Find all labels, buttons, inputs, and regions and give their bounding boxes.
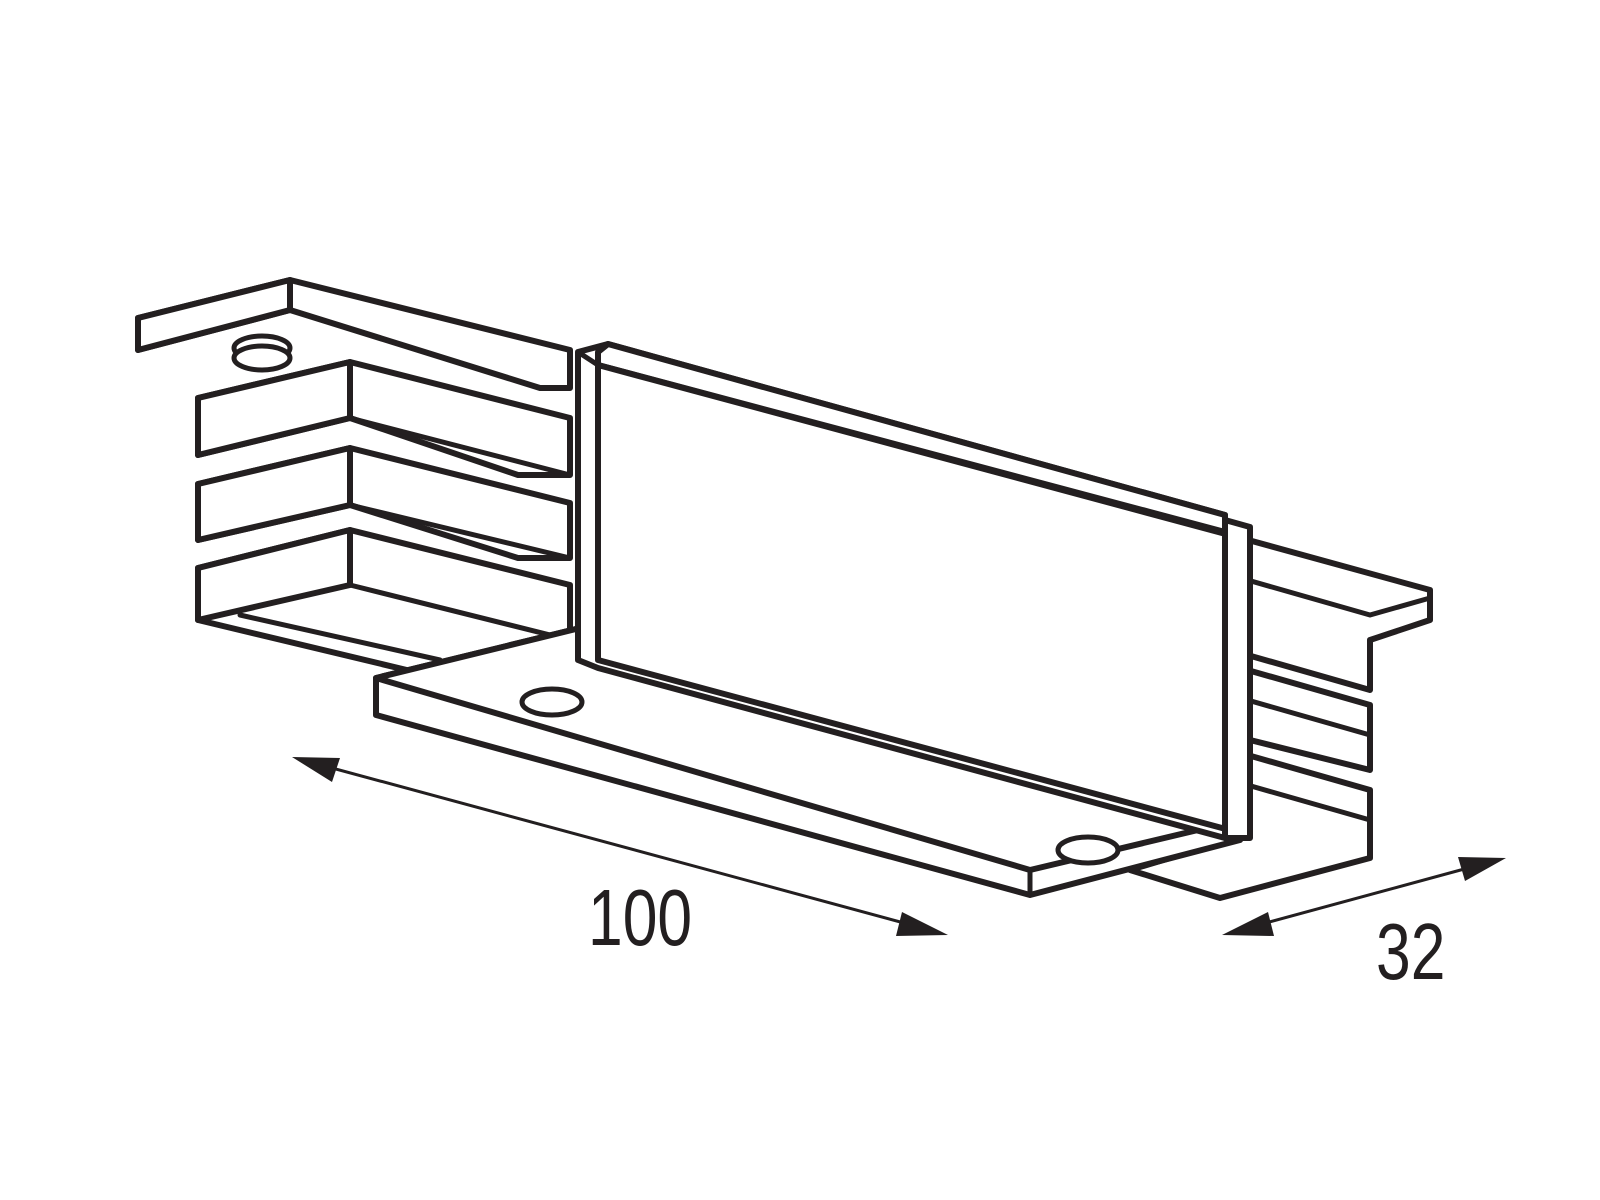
bottom-plate-hole-right	[1055, 834, 1121, 866]
left-top-plate	[135, 277, 573, 391]
dimension-length-label: 100	[588, 873, 693, 962]
dimension-width-label: 32	[1376, 907, 1446, 996]
dimension-width-arrow-end	[1458, 857, 1506, 881]
dimension-width	[1222, 857, 1506, 936]
bottom-plate-hole-left	[519, 686, 585, 718]
dimension-length-arrow-start	[292, 757, 340, 782]
dimension-length-line	[309, 760, 931, 932]
dimension-width-arrow-start	[1222, 912, 1274, 936]
dimension-length-arrow-end	[896, 912, 948, 936]
dimension-length	[292, 757, 948, 936]
right-rail-fin-top	[1227, 532, 1433, 693]
center-housing	[575, 341, 1253, 841]
left-rail-fin-middle	[195, 445, 573, 561]
dimension-width-line	[1239, 860, 1491, 932]
left-rail-fin-top	[195, 359, 573, 478]
